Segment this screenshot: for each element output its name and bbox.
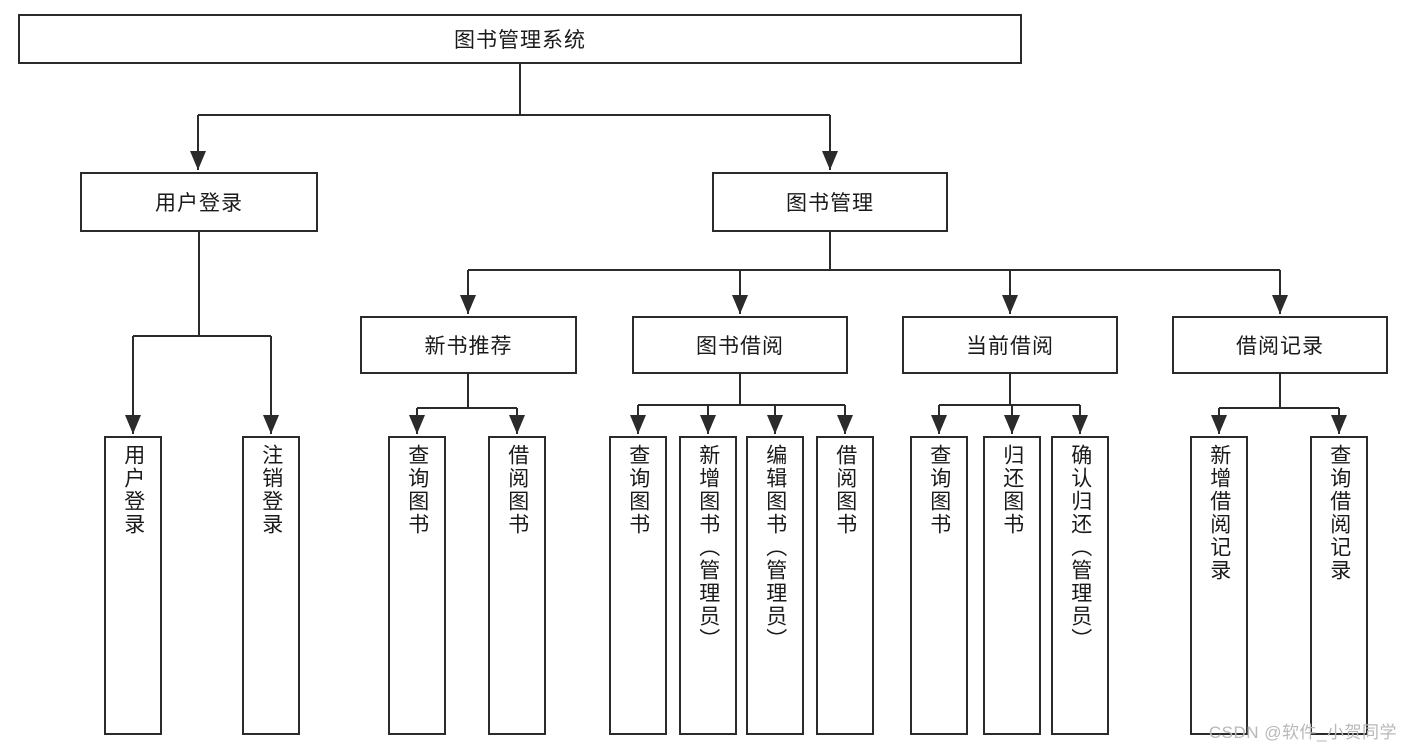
node-leaf-confirm-return-admin[interactable]: 确认归还（管理员） xyxy=(1051,436,1109,735)
arrow-head-book-manage-2 xyxy=(1002,295,1018,314)
node-leaf-borrow-book-rec[interactable]: 借阅图书 xyxy=(488,436,546,735)
node-leaf-return-book[interactable]: 归还图书 xyxy=(983,436,1041,735)
node-label-borrow-record: 借阅记录 xyxy=(1236,335,1324,358)
node-book-borrow[interactable]: 图书借阅 xyxy=(632,316,848,374)
node-label-leaf-query-book-rec: 查询图书 xyxy=(405,444,429,536)
node-label-leaf-query-book-cur: 查询图书 xyxy=(927,444,951,536)
node-label-book-manage: 图书管理 xyxy=(786,192,874,215)
node-label-new-book-rec: 新书推荐 xyxy=(424,335,513,358)
arrow-head-current-borrow-1 xyxy=(1004,415,1020,434)
csdn-watermark: CSDN @软件_小贺同学 xyxy=(1208,723,1397,742)
node-book-manage[interactable]: 图书管理 xyxy=(712,172,948,232)
arrow-head-current-borrow-0 xyxy=(931,415,947,434)
arrow-head-book-borrow-1 xyxy=(700,415,716,434)
node-label-leaf-add-book-admin: 新增图书（管理员） xyxy=(696,444,720,651)
arrow-head-book-borrow-0 xyxy=(630,415,646,434)
arrow-head-root-1 xyxy=(822,151,838,170)
node-label-current-borrow: 当前借阅 xyxy=(966,335,1054,358)
node-leaf-user-login[interactable]: 用户登录 xyxy=(104,436,162,735)
arrow-head-book-borrow-3 xyxy=(837,415,853,434)
node-label-leaf-borrow-book-bor: 借阅图书 xyxy=(833,444,857,536)
node-current-borrow[interactable]: 当前借阅 xyxy=(902,316,1118,374)
arrow-head-borrow-record-0 xyxy=(1211,415,1227,434)
node-label-user-login: 用户登录 xyxy=(155,192,243,215)
node-label-leaf-return-book: 归还图书 xyxy=(1000,444,1024,536)
node-borrow-record[interactable]: 借阅记录 xyxy=(1172,316,1388,374)
node-user-login[interactable]: 用户登录 xyxy=(80,172,318,232)
node-leaf-query-book-cur[interactable]: 查询图书 xyxy=(910,436,968,735)
arrow-head-new-book-rec-1 xyxy=(509,415,525,434)
node-label-leaf-user-login: 用户登录 xyxy=(121,444,145,536)
arrow-head-book-manage-3 xyxy=(1272,295,1288,314)
arrow-head-current-borrow-2 xyxy=(1072,415,1088,434)
node-leaf-add-book-admin[interactable]: 新增图书（管理员） xyxy=(679,436,737,735)
node-label-leaf-query-book-bor: 查询图书 xyxy=(626,444,650,536)
node-leaf-borrow-book-bor[interactable]: 借阅图书 xyxy=(816,436,874,735)
node-leaf-query-borrow-record[interactable]: 查询借阅记录 xyxy=(1310,436,1368,735)
arrow-head-root-0 xyxy=(190,151,206,170)
node-root[interactable]: 图书管理系统 xyxy=(18,14,1022,64)
node-label-leaf-add-borrow-record: 新增借阅记录 xyxy=(1207,444,1231,582)
node-leaf-add-borrow-record[interactable]: 新增借阅记录 xyxy=(1190,436,1248,735)
node-label-leaf-confirm-return-admin: 确认归还（管理员） xyxy=(1068,444,1092,651)
arrow-head-user-login-0 xyxy=(125,415,141,434)
node-leaf-user-logout[interactable]: 注销登录 xyxy=(242,436,300,735)
arrow-head-borrow-record-1 xyxy=(1331,415,1347,434)
node-label-book-borrow: 图书借阅 xyxy=(696,335,784,358)
arrow-head-new-book-rec-0 xyxy=(409,415,425,434)
node-leaf-query-book-rec[interactable]: 查询图书 xyxy=(388,436,446,735)
node-label-leaf-borrow-book-rec: 借阅图书 xyxy=(505,444,529,536)
node-new-book-rec[interactable]: 新书推荐 xyxy=(360,316,577,374)
arrow-head-user-login-1 xyxy=(263,415,279,434)
arrow-head-book-manage-1 xyxy=(732,295,748,314)
arrow-head-book-borrow-2 xyxy=(767,415,783,434)
node-leaf-query-book-bor[interactable]: 查询图书 xyxy=(609,436,667,735)
node-label-leaf-query-borrow-record: 查询借阅记录 xyxy=(1327,444,1351,582)
node-leaf-edit-book-admin[interactable]: 编辑图书（管理员） xyxy=(746,436,804,735)
node-label-leaf-edit-book-admin: 编辑图书（管理员） xyxy=(763,444,787,651)
node-label-leaf-user-logout: 注销登录 xyxy=(259,444,283,536)
node-label-root: 图书管理系统 xyxy=(454,29,586,52)
arrow-head-book-manage-0 xyxy=(460,295,476,314)
